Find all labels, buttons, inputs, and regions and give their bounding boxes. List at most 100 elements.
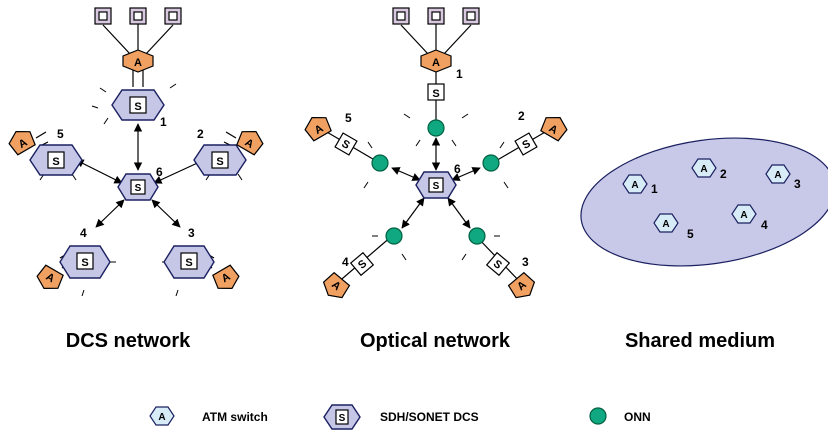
dcs-node-4: S xyxy=(59,245,111,279)
link-arrow xyxy=(151,199,181,228)
optical-dcs-node-6: S xyxy=(415,171,457,199)
atm-switch-icon: A xyxy=(236,131,264,156)
atm-switch-icon: A xyxy=(36,264,64,289)
atm-switch-icon: A xyxy=(765,164,791,184)
link-arrow xyxy=(451,167,481,181)
link-arrow xyxy=(95,199,125,228)
shared-medium-ellipse xyxy=(580,137,828,267)
atm-letter: A xyxy=(134,57,142,69)
dcs-network-panel: A S 1 S 5 S 2 S 6 S xyxy=(8,7,264,352)
node-number: 2 xyxy=(720,167,727,181)
node-number: 3 xyxy=(522,255,529,269)
node-number: 2 xyxy=(518,109,525,123)
terminal-icon xyxy=(462,7,480,25)
stub-dash xyxy=(81,289,85,297)
link-arrow xyxy=(401,197,425,229)
node-number: 2 xyxy=(197,127,204,141)
svg-text:A: A xyxy=(774,170,781,181)
svg-text:A: A xyxy=(662,219,669,230)
stub-dash xyxy=(503,181,509,189)
legend-onn-label: ONN xyxy=(624,410,651,424)
stub-dash xyxy=(415,139,421,147)
stub-dash xyxy=(403,113,411,119)
svg-text:S: S xyxy=(134,101,141,113)
link xyxy=(35,131,47,139)
svg-text:A: A xyxy=(158,412,165,423)
terminal-icon xyxy=(164,7,182,25)
node-number: 6 xyxy=(454,162,461,176)
stub-dash xyxy=(451,139,457,147)
node-number: 5 xyxy=(57,127,64,141)
dcs-node-1: S xyxy=(111,89,165,121)
optical-network-panel: A S 1 S 5 S 2 S 4 S 3 S 6 A A xyxy=(304,7,568,352)
dcs-node-2: S xyxy=(193,144,247,176)
node-number: 4 xyxy=(342,255,349,269)
atm-switch-icon: A xyxy=(420,49,452,73)
node-number: 5 xyxy=(687,227,694,241)
dcs-legend-icon: S xyxy=(323,404,361,430)
optical-network-caption: Optical network xyxy=(360,330,511,352)
atm-switch-icon: A xyxy=(322,271,351,299)
onn-node-icon xyxy=(427,119,445,137)
svg-text:A: A xyxy=(631,180,638,191)
node-number: 3 xyxy=(794,177,801,191)
stub-dash xyxy=(175,289,179,297)
stub-dash xyxy=(91,105,99,109)
stub-dash xyxy=(401,253,407,261)
node-number: 5 xyxy=(345,111,352,125)
stub-dash xyxy=(237,173,243,181)
terminal-icon xyxy=(94,7,112,25)
link xyxy=(400,24,430,56)
dcs-box-icon: S xyxy=(349,251,375,277)
shared-medium-panel: A 1 A 2 A 3 A 4 A 5 Shared medium xyxy=(580,137,828,352)
atm-switch-legend-icon: A xyxy=(149,406,175,426)
node-number: 4 xyxy=(80,226,87,240)
node-number: 3 xyxy=(188,226,195,240)
svg-text:S: S xyxy=(433,181,440,192)
stub-dash xyxy=(461,113,469,119)
dcs-box-icon: S xyxy=(334,132,358,156)
atm-switch-icon: A xyxy=(731,204,757,224)
svg-text:A: A xyxy=(740,210,747,221)
link-arrow xyxy=(75,159,123,184)
svg-text:A: A xyxy=(432,57,440,69)
legend-atm-switch-label: ATM switch xyxy=(202,410,268,424)
atm-switch-icon: A xyxy=(622,174,648,194)
dcs-node-6: S xyxy=(117,173,159,201)
link-arrow xyxy=(391,167,421,181)
shared-medium-caption: Shared medium xyxy=(625,330,775,352)
onn-node-icon xyxy=(371,154,389,172)
atm-switch-icon: A xyxy=(122,49,154,73)
stub-dash xyxy=(169,83,177,89)
node-number: 1 xyxy=(160,115,167,129)
stub-dash xyxy=(99,87,107,93)
onn-node-icon xyxy=(482,154,500,172)
stub-dash xyxy=(103,117,109,125)
terminal-icon xyxy=(129,7,147,25)
link-arrow xyxy=(153,159,205,184)
dcs-box-icon: S xyxy=(485,251,511,277)
stub-dash xyxy=(363,181,369,189)
legend: A ATM switch S SDH/SONET DCS ONN xyxy=(149,404,651,430)
svg-text:S: S xyxy=(135,183,142,194)
stub-dash xyxy=(499,141,505,149)
legend-dcs-label: SDH/SONET DCS xyxy=(380,410,479,424)
svg-text:S: S xyxy=(52,156,59,168)
svg-text:S: S xyxy=(432,88,439,100)
terminal-icon xyxy=(392,7,410,25)
node-number: 1 xyxy=(651,182,658,196)
dcs-node-5: S xyxy=(29,144,83,176)
stub-dash xyxy=(461,253,467,261)
atm-switch-icon: A xyxy=(304,117,332,142)
svg-text:S: S xyxy=(339,413,346,424)
node-number: 6 xyxy=(156,165,163,179)
svg-text:A: A xyxy=(700,164,707,175)
link xyxy=(442,24,472,56)
atm-switch-icon: A xyxy=(653,213,679,233)
node-number: 4 xyxy=(761,218,768,232)
dcs-box-icon: S xyxy=(427,83,445,101)
terminal-icon xyxy=(427,7,445,25)
atm-switch-icon: A xyxy=(540,117,568,142)
